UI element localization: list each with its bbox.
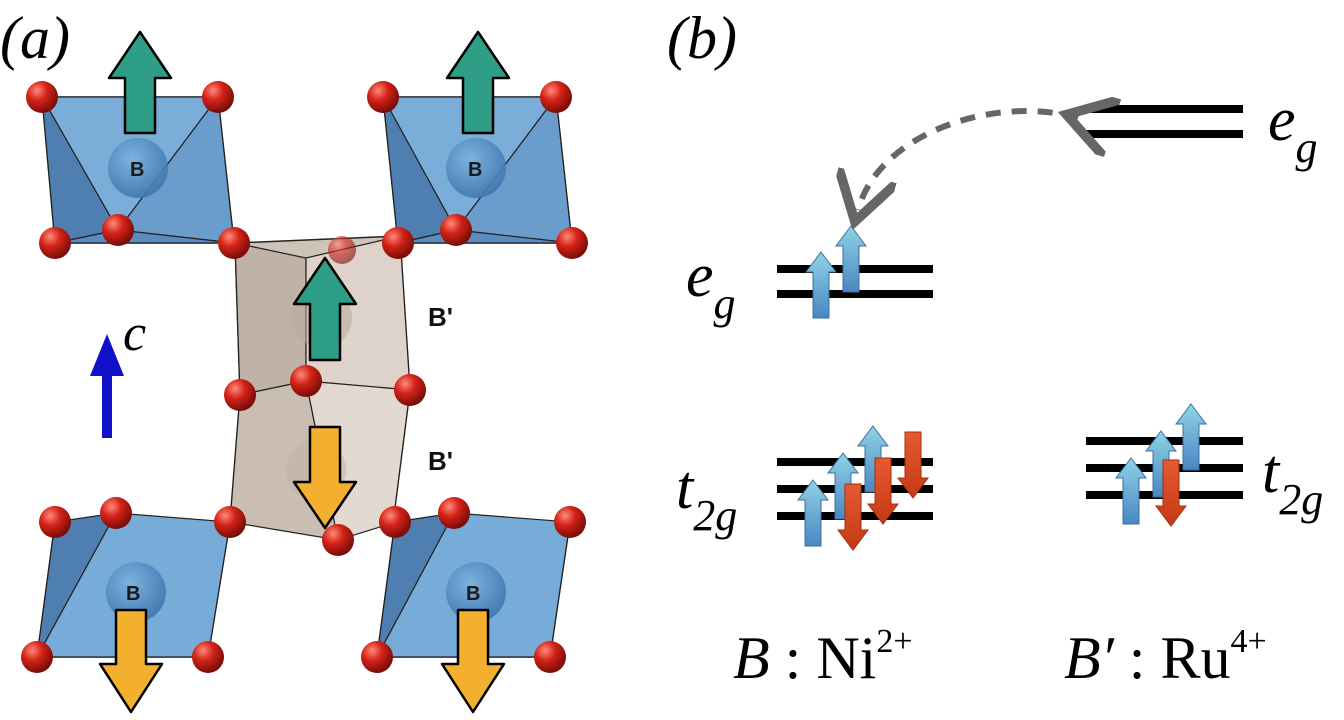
ni-eg-label: eg [686,242,736,328]
ru-t2g-electrons [1115,403,1207,527]
ni-t2g-electrons [797,425,929,551]
panel-label-a: (a) [0,5,70,71]
oxygen-atoms [21,81,588,673]
electron-spin-up [835,225,867,293]
electron-spin-up [805,251,837,319]
electron-spin-up [797,479,829,547]
b-octahedron-bottom-left [35,512,231,658]
spin-up-arrow-b-top-right [445,30,511,135]
electron-spin-up [1175,403,1207,471]
electron-spin-down [867,457,899,525]
panel-label-b: (b) [667,5,737,71]
ion-label-ru: B′ : Ru4+ [1064,623,1267,691]
site-label-b-bottom-left: B [126,583,140,605]
b-octahedron-bottom-right [375,512,571,658]
b-octahedron-top-right [381,95,573,244]
spin-up-arrow-b-top-left [107,30,173,135]
site-label-b-top-right: B [468,159,482,181]
site-label-b-prime-upper: B' [428,302,453,332]
spin-down-arrow-b-bottom-left [98,608,164,714]
site-label-b-prime-lower: B' [428,446,453,476]
ru-t2g-label: t2g [1262,438,1323,524]
hopping-arrow [858,111,1078,210]
electron-spin-down [1155,459,1187,527]
site-label-b-top-left: B [130,159,144,181]
ni-t2g-label: t2g [676,454,737,540]
site-label-b-bottom-right: B [466,583,480,605]
b-octahedron-top-left [40,95,235,244]
electron-spin-up [1115,457,1147,525]
ion-label-ni: B : Ni2+ [733,623,913,691]
c-axis-arrow [90,334,124,438]
electron-spin-down [897,431,929,499]
spin-up-arrow-b-prime-upper [292,256,358,362]
spin-down-arrow-b-prime-lower [292,425,358,530]
ru-eg-label: eg [1268,86,1318,172]
ru-eg-levels [1086,105,1243,138]
spin-down-arrow-b-bottom-right [440,608,506,714]
c-axis-label: c [123,305,146,362]
ni-eg-electrons [805,225,867,319]
electron-spin-down [837,483,869,551]
